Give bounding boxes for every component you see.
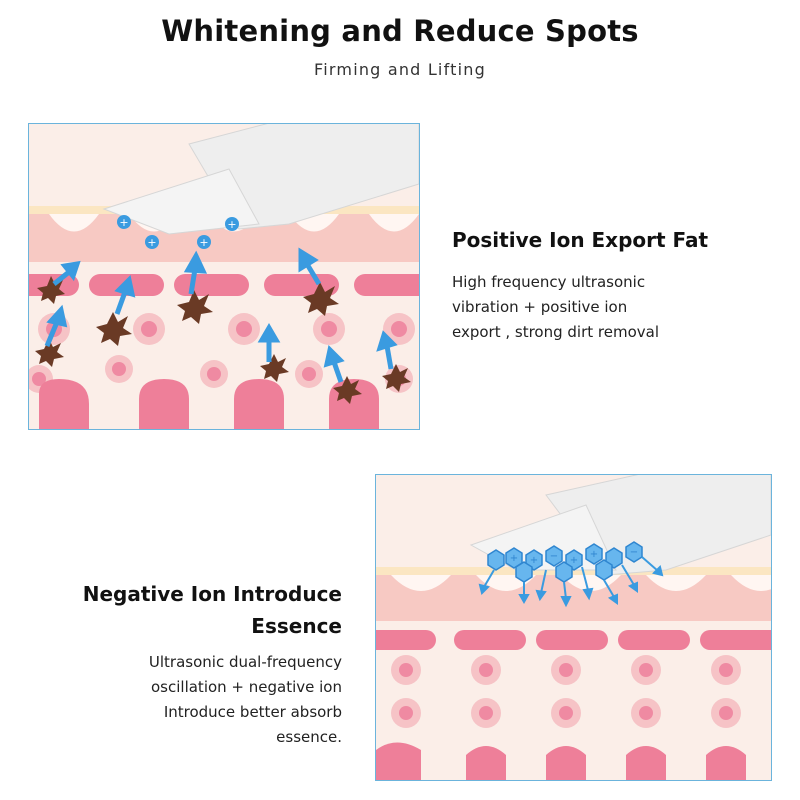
svg-text:+: + <box>227 218 236 231</box>
arrow-down-icon <box>478 556 664 608</box>
svg-text:+: + <box>590 549 598 560</box>
negative-ion-illustration: + − + − + + <box>375 474 772 781</box>
description-line: High frequency ultrasonic <box>452 273 646 291</box>
positive-ion-illustration: + + + + <box>28 123 420 430</box>
description-line: oscillation + negative ion <box>151 678 342 696</box>
svg-text:+: + <box>199 236 208 249</box>
description-line: export , strong dirt removal <box>452 323 659 341</box>
svg-text:+: + <box>530 555 538 566</box>
arrow-up-icon <box>44 247 398 383</box>
page-subtitle: Firming and Lifting <box>314 60 486 79</box>
description-line: vibration + positive ion <box>452 298 628 316</box>
negative-ion-icon <box>487 541 643 583</box>
svg-text:−: − <box>550 551 558 562</box>
positive-ion-heading: Positive Ion Export Fat <box>452 228 709 252</box>
positive-ion-icon: + + + + <box>117 215 239 249</box>
heading-line: Negative Ion Introduce <box>82 582 342 606</box>
description-line: Introduce better absorb <box>163 703 342 721</box>
svg-text:+: + <box>510 553 518 564</box>
ultrasonic-device-icon <box>102 124 419 235</box>
page-title: Whitening and Reduce Spots <box>161 14 639 48</box>
negative-ion-heading: Negative Ion Introduce Essence <box>22 578 342 642</box>
skin-diagram-negative: + − + − + + <box>376 475 771 780</box>
skin-diagram-positive: + + + + <box>29 124 419 429</box>
positive-ion-description: High frequency ultrasonic vibration + po… <box>452 270 772 345</box>
svg-text:+: + <box>147 236 156 249</box>
svg-text:−: − <box>630 547 638 558</box>
negative-ion-description: Ultrasonic dual-frequency oscillation + … <box>42 650 342 750</box>
svg-text:+: + <box>119 216 128 229</box>
svg-text:+: + <box>570 555 578 566</box>
heading-line: Essence <box>251 614 342 638</box>
description-line: Ultrasonic dual-frequency <box>148 653 342 671</box>
description-line: essence. <box>276 728 342 746</box>
